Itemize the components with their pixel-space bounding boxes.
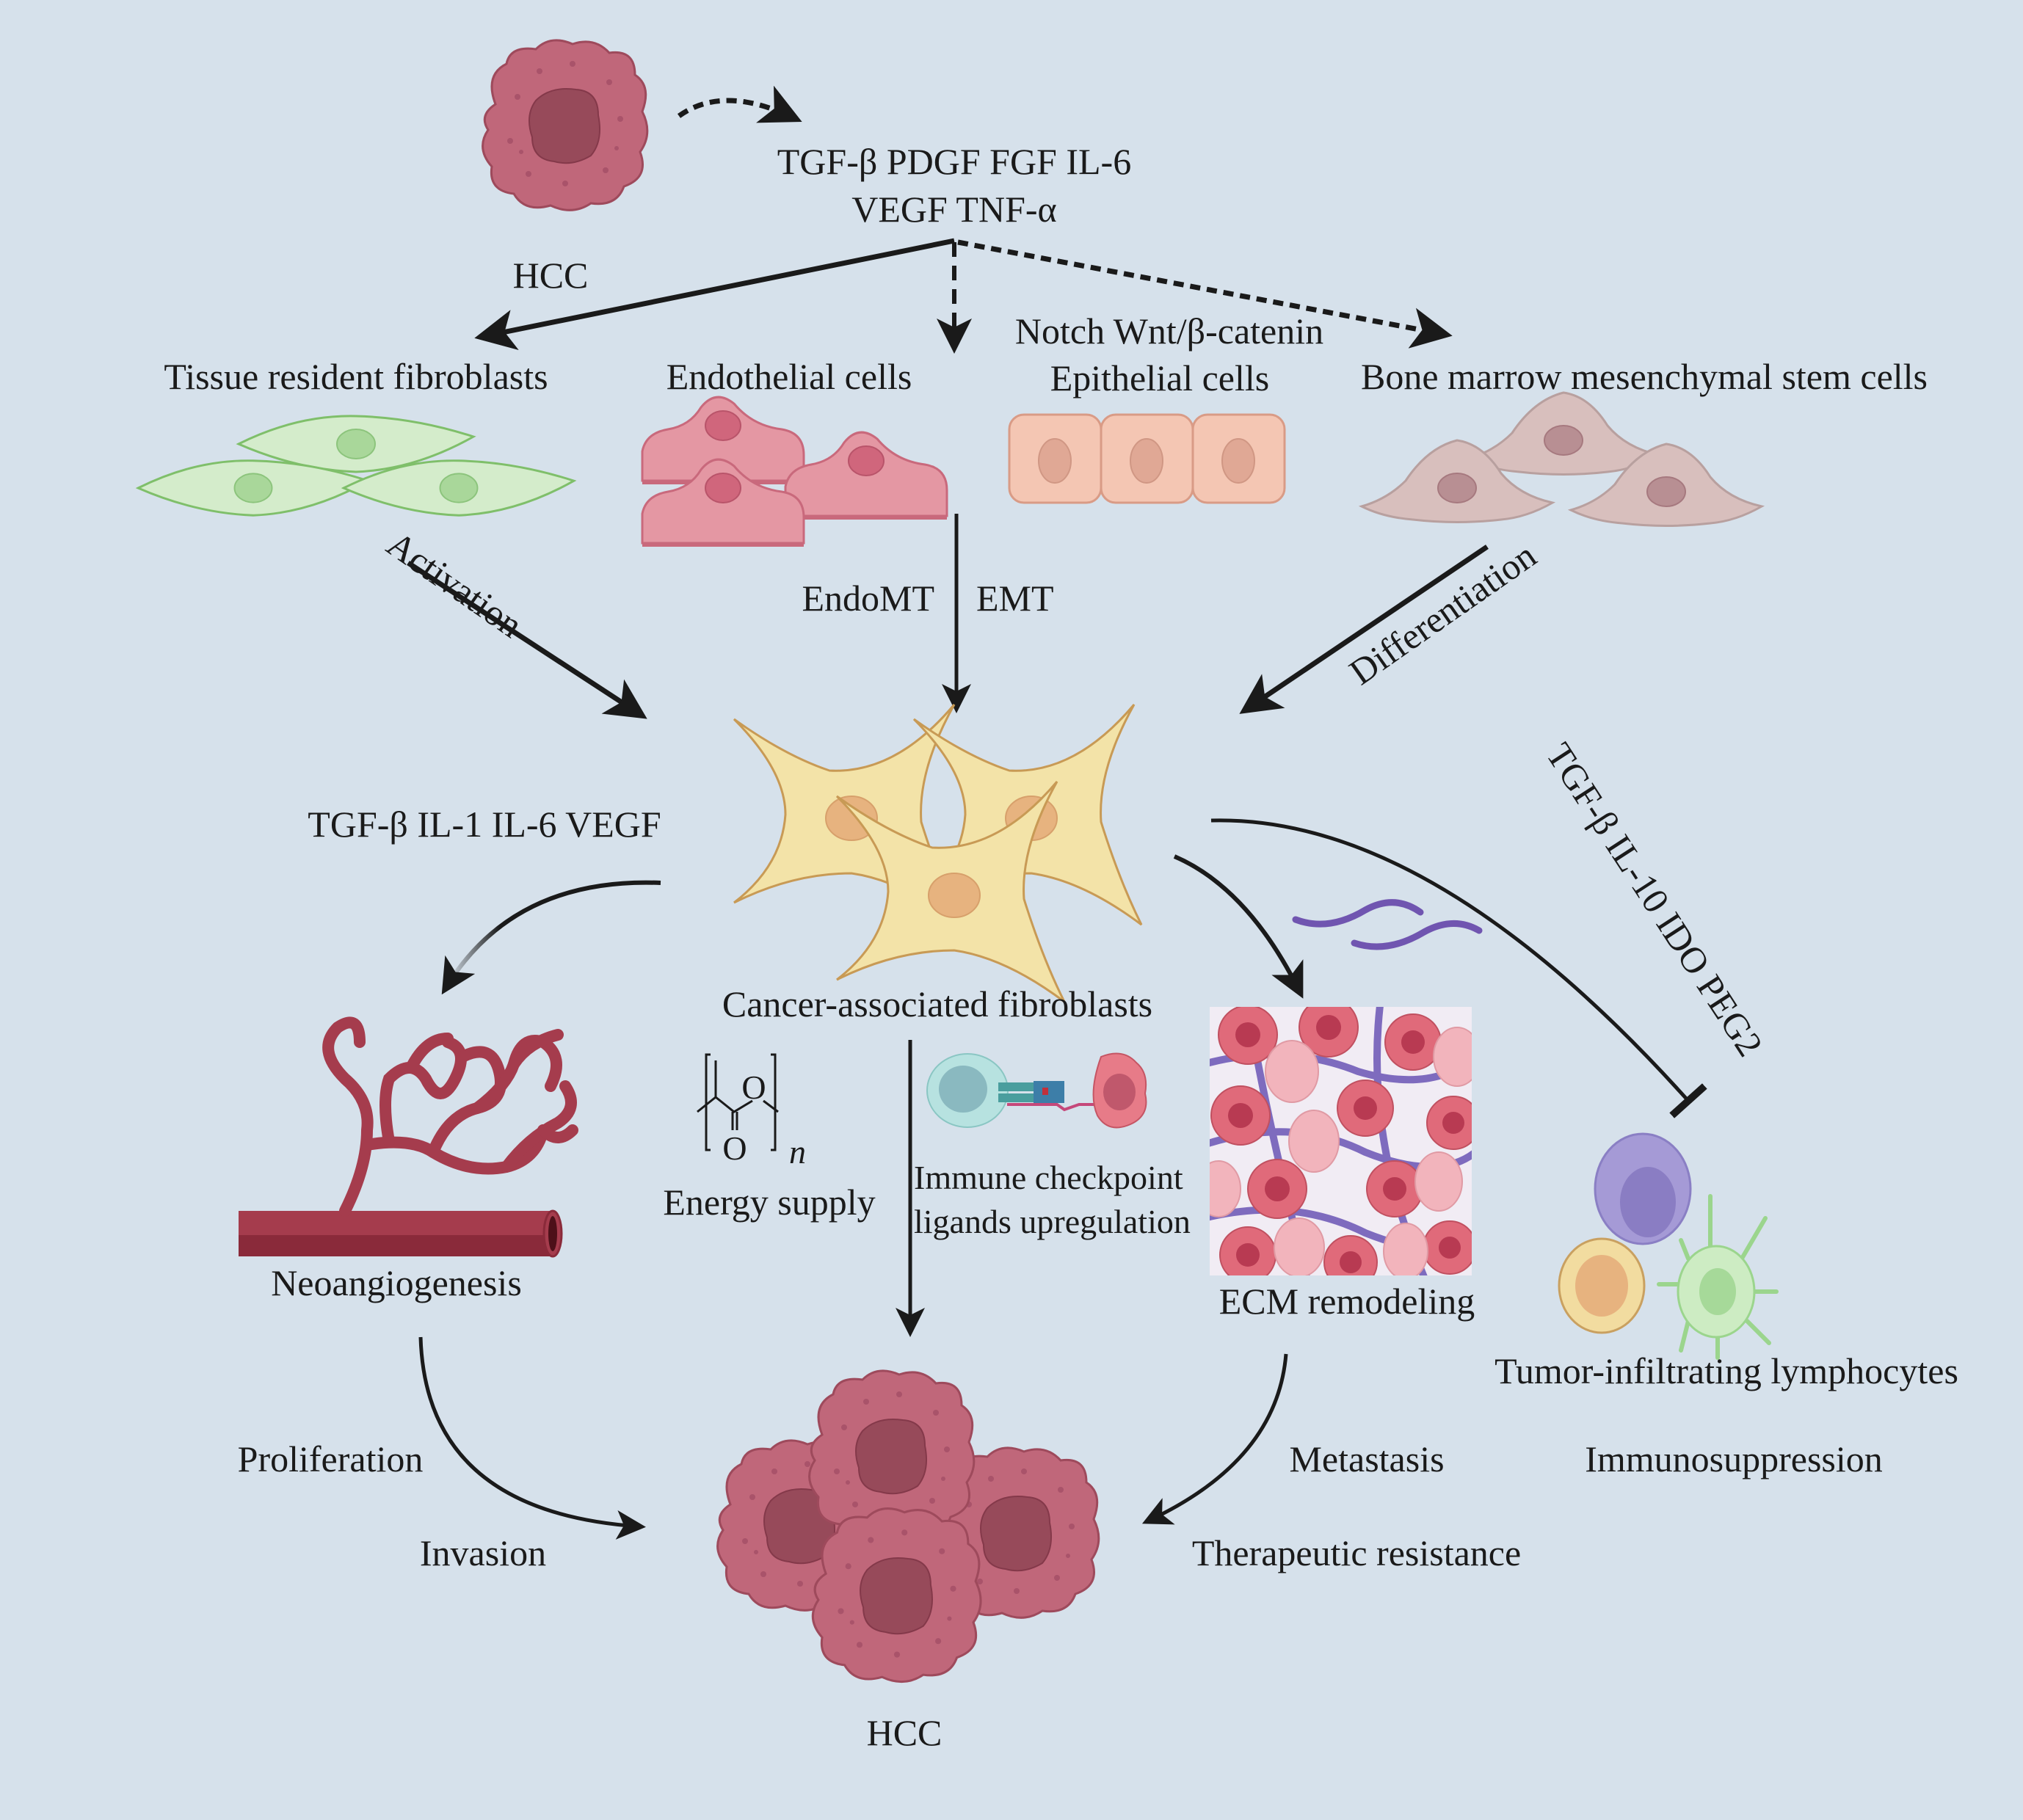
hcc-source-cell (482, 39, 649, 211)
lactate-subscript-n: n (789, 1133, 806, 1171)
label-immunosuppression: Immunosuppression (1585, 1438, 1883, 1479)
ecm-illustration (1210, 1007, 1472, 1275)
hcc-tumor-cluster (716, 1369, 1100, 1684)
arrow-to-msc (957, 239, 1453, 349)
arrow-to-ecm (1173, 854, 1304, 999)
caf-illustration (733, 703, 1143, 1003)
lactate-O-bottom: O (722, 1129, 747, 1167)
endothelial-cells-illustration (641, 396, 948, 547)
label-endothelial: Endothelial cells (667, 356, 912, 397)
til-illustration (1558, 1132, 1779, 1360)
inhibition-to-til (1210, 818, 1707, 1118)
hcc-source-label: HCC (513, 255, 589, 296)
arrow-to-neoangiogenesis (441, 880, 661, 995)
secretion-arrow (677, 85, 802, 123)
label-til: Tumor-infiltrating lymphocytes (1494, 1350, 1958, 1391)
label-invasion: Invasion (420, 1532, 546, 1573)
msc-illustration (1360, 391, 1763, 527)
arrow-to-fibroblasts (474, 238, 955, 351)
label-therapeutic-resistance: Therapeutic resistance (1192, 1532, 1521, 1573)
label-caf-secreted-left: TGF-β IL-1 IL-6 VEGF (308, 804, 661, 845)
cytokines-line1: TGF-β PDGF FGF IL-6 (777, 141, 1131, 182)
label-immune-checkpoint-line1: Immune checkpoint (914, 1159, 1183, 1196)
lactate-O-top: O (741, 1069, 766, 1106)
label-metastasis: Metastasis (1289, 1438, 1444, 1479)
cytokines-line2: VEGF TNF-α (851, 189, 1056, 230)
label-differentiation: Differentiation (1342, 534, 1544, 693)
label-ecm: ECM remodeling (1219, 1281, 1475, 1322)
differentiation-arrow (1239, 545, 1489, 714)
activation-arrow (407, 561, 647, 719)
epithelial-cells-illustration (1008, 413, 1286, 504)
arrow-ecm-to-hcc (1141, 1353, 1288, 1525)
label-caf: Cancer-associated fibroblasts (722, 983, 1152, 1024)
label-epithelial: Epithelial cells (1050, 357, 1270, 398)
label-tissue-fibroblasts: Tissue resident fibroblasts (164, 356, 548, 397)
label-activation: Activation (379, 523, 530, 646)
label-neoangiogenesis: Neoangiogenesis (271, 1262, 522, 1303)
collagen-fibers-icon (1292, 899, 1483, 950)
tissue-fibroblasts-illustration (137, 415, 575, 517)
label-bmmsc: Bone marrow mesenchymal stem cells (1361, 356, 1928, 397)
label-proliferation: Proliferation (238, 1438, 424, 1479)
label-emt: EMT (976, 578, 1054, 619)
label-immune-checkpoint-line2: ligands upregulation (914, 1203, 1191, 1240)
label-caf-secreted-right: TGF-β IL-10 IDO PEG2 (1539, 735, 1771, 1063)
neoangiogenesis-illustration (239, 1016, 578, 1258)
lactate-structure-icon (697, 1053, 779, 1151)
immune-checkpoint-icon (926, 1052, 1147, 1129)
label-endomt: EndoMT (802, 578, 934, 619)
label-hcc-target: HCC (867, 1712, 943, 1753)
label-notch-wnt: Notch Wnt/β-catenin (1015, 310, 1323, 352)
arrow-neoangio-to-hcc (418, 1336, 646, 1540)
label-energy-supply: Energy supply (663, 1182, 875, 1223)
